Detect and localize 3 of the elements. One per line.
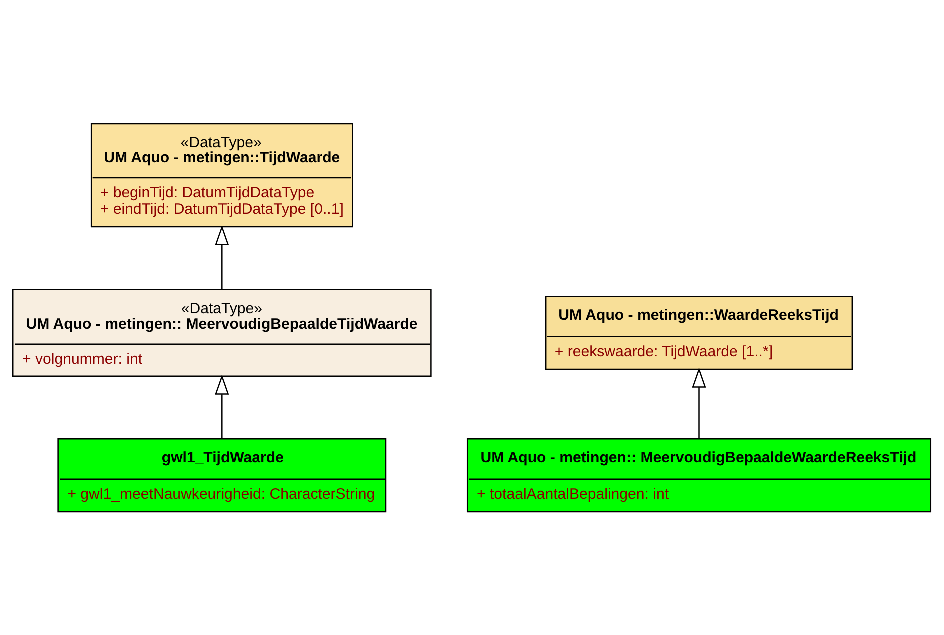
arrow — [215, 374, 230, 438]
arrow — [692, 367, 706, 438]
arrow — [215, 224, 230, 289]
